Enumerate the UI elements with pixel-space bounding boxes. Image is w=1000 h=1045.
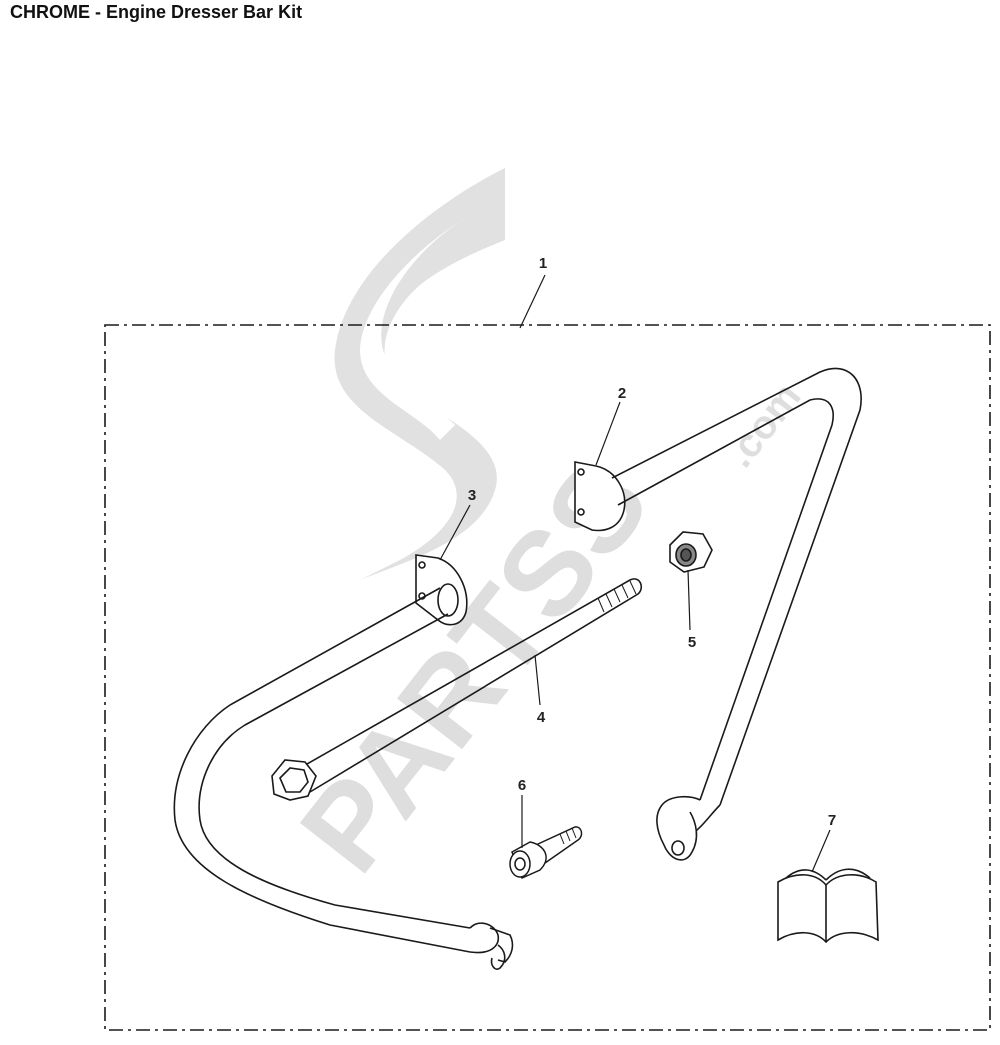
kit-boundary: [104, 324, 991, 1031]
callout-2-leader: [595, 401, 621, 466]
callout-4: 4: [537, 709, 546, 726]
callout-7: 7: [828, 812, 836, 829]
part-7-instruction-booklet: [777, 868, 879, 944]
callout-3: 3: [468, 487, 476, 504]
callout-5: 5: [688, 634, 696, 651]
part-4-long-bolt: [271, 578, 642, 801]
callout-4-leader: [534, 654, 541, 706]
callout-3-leader: [439, 504, 471, 561]
part-2-right-bar: [574, 367, 862, 861]
part-5-nut: [669, 531, 713, 573]
watermark-logo: PARTSS .com: [275, 168, 810, 896]
callout-1-leader: [519, 274, 546, 329]
part-3-left-bar: [173, 554, 514, 970]
callout-5-leader: [687, 569, 691, 631]
part-6-shoulder-bolt: [509, 826, 583, 880]
watermark-s-inner: [360, 215, 470, 440]
watermark-s-mark: [334, 168, 505, 580]
callout-2: 2: [618, 385, 626, 402]
callout-7-leader: [811, 829, 831, 873]
callout-1: 1: [539, 255, 547, 272]
page-title: CHROME - Engine Dresser Bar Kit: [10, 2, 303, 22]
callout-6: 6: [518, 777, 526, 794]
